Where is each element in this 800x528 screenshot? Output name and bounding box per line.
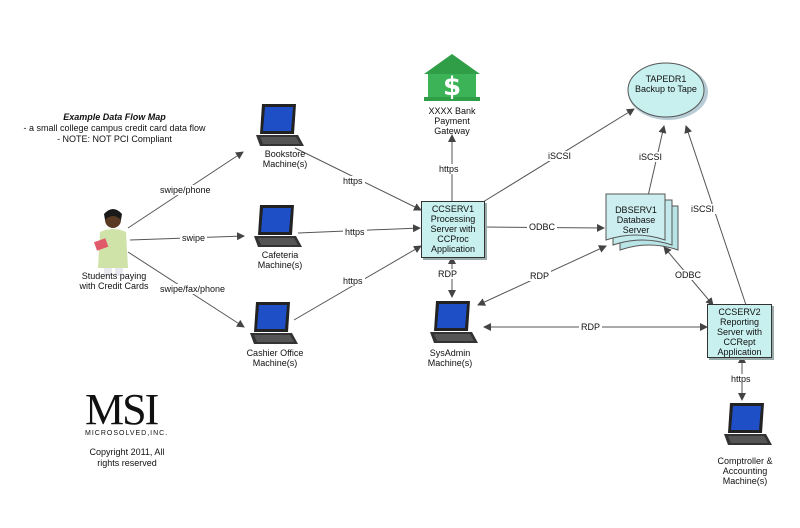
- student-person-icon: [93, 209, 128, 276]
- edge-label-iscsi-db: iSCSI: [637, 152, 665, 162]
- cashier-label: Cashier Office Machine(s): [246, 348, 304, 368]
- comptroller-laptop-icon: [724, 403, 772, 445]
- edge-label-iscsi-ccserv2: iSCSI: [689, 204, 717, 214]
- title-description: - a small college campus credit card dat…: [23, 123, 206, 144]
- edge-label-https-cashier: https: [341, 276, 365, 286]
- cafeteria-laptop-icon: [254, 205, 302, 247]
- ccserv1-box: CCSERV1 Processing Server with CCProc Ap…: [421, 201, 485, 258]
- msi-logo: MSI MICROSOLVED,INC.: [85, 385, 177, 438]
- edge-label-https-bookstore: https: [341, 176, 365, 186]
- ccserv2-label: CCSERV2 Reporting Server with CCRept App…: [716, 307, 762, 357]
- edge-label-odbc-ccserv1: ODBC: [527, 222, 558, 232]
- dbserv1-label: DBSERV1 Database Server: [615, 205, 657, 235]
- tape-cloud-icon: [627, 62, 708, 120]
- ccserv1-label: CCSERV1 Processing Server with CCProc Ap…: [430, 204, 476, 254]
- cashier-laptop-icon: [250, 302, 298, 344]
- edge-label-https-bank: https: [437, 164, 461, 174]
- bank-label: XXXX Bank Payment Gateway: [428, 106, 476, 136]
- edge-label-rdp-db: RDP: [528, 271, 552, 281]
- bank-building-icon: $: [424, 54, 480, 102]
- logo-subtext: MICROSOLVED,INC.: [85, 430, 169, 437]
- ccserv2-box: CCSERV2 Reporting Server with CCRept App…: [707, 304, 772, 358]
- edge-label-swipe-fax-phone: swipe/fax/phone: [158, 284, 228, 294]
- edge-ccserv2-tape: [684, 125, 747, 306]
- students-label: Students paying with Credit Cards: [79, 271, 149, 291]
- tapedr1-label: TAPEDR1 Backup to Tape: [635, 74, 697, 94]
- edge-label-odbc-ccserv2: ODBC: [673, 270, 704, 280]
- database-stack-icon: [605, 193, 679, 251]
- edge-label-rdp-ccserv1: RDP: [436, 269, 460, 279]
- edge-label-swipe-phone: swipe/phone: [158, 185, 213, 195]
- comptroller-label: Comptroller & Accounting Machine(s): [717, 456, 773, 486]
- svg-text:$: $: [443, 72, 461, 102]
- sysadmin-label: SysAdmin Machine(s): [427, 348, 473, 368]
- edge-label-iscsi-ccserv1: iSCSI: [546, 151, 574, 161]
- cafeteria-label: Cafeteria Machine(s): [257, 250, 303, 270]
- sysadmin-laptop-icon: [430, 301, 478, 343]
- title-heading: Example Data Flow Map: [63, 112, 166, 122]
- copyright-text: Copyright 2011, All rights reserved: [89, 447, 165, 468]
- bookstore-label: Bookstore Machine(s): [262, 149, 308, 169]
- edge-label-swipe: swipe: [180, 233, 208, 243]
- bookstore-laptop-icon: [256, 104, 304, 146]
- diagram-title: Example Data Flow Map - a small college …: [22, 112, 207, 145]
- edge-label-https-comptroller: https: [729, 374, 753, 384]
- edge-label-rdp-ccserv2: RDP: [579, 322, 603, 332]
- logo-letters: MSI: [85, 385, 159, 434]
- edge-label-https-cafeteria: https: [343, 227, 367, 237]
